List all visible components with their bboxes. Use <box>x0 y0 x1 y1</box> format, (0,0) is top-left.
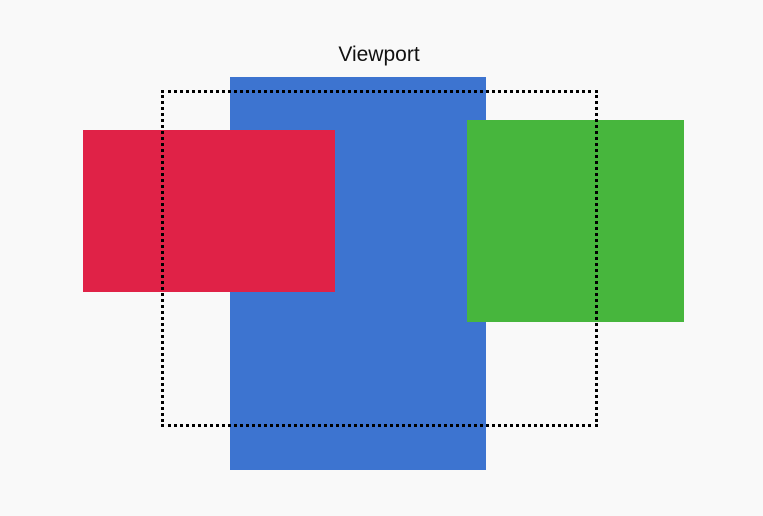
red-box <box>83 130 335 292</box>
green-box <box>467 120 684 322</box>
viewport-label: Viewport <box>338 43 420 66</box>
viewport-frame <box>161 90 598 427</box>
